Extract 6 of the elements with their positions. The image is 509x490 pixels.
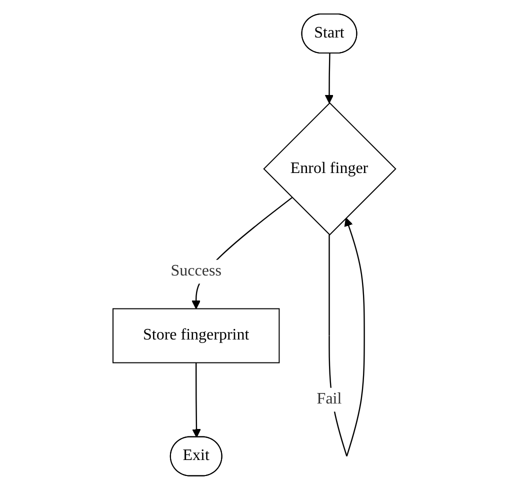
edge-label: Success: [170, 262, 222, 280]
node-box: Store fingerprint: [112, 308, 280, 364]
arrow: [192, 362, 202, 438]
edge-label: Fail: [316, 390, 342, 408]
arrow: [325, 54, 334, 104]
node-diamond: Enrol finger: [263, 102, 397, 236]
